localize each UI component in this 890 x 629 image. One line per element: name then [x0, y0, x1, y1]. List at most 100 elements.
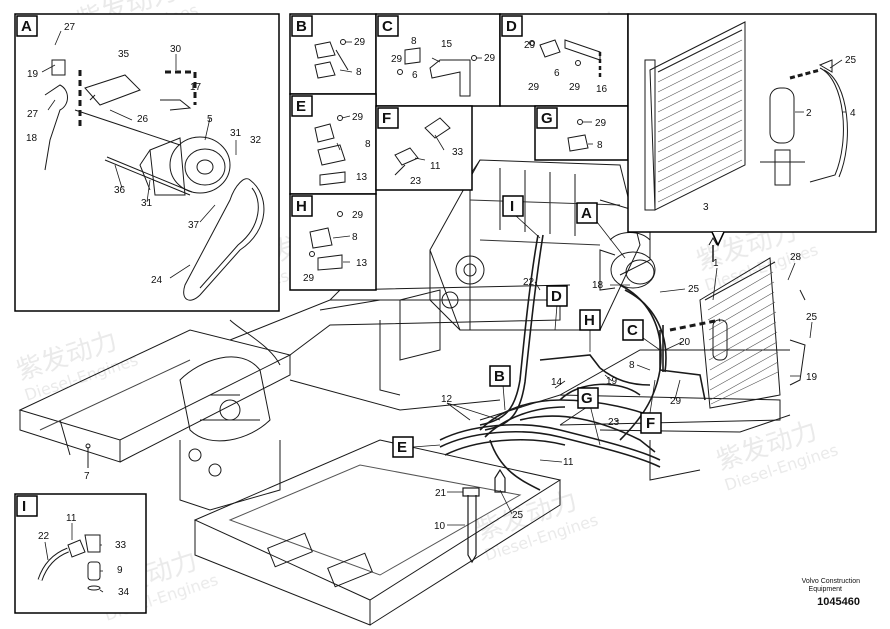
- svg-text:11: 11: [563, 457, 574, 468]
- svg-text:19: 19: [606, 376, 618, 387]
- svg-text:23: 23: [608, 417, 620, 428]
- svg-text:13: 13: [356, 258, 368, 269]
- svg-text:11: 11: [430, 161, 441, 172]
- svg-text:18: 18: [26, 133, 38, 144]
- callout-box-i: I: [502, 195, 524, 217]
- svg-text:13: 13: [356, 172, 368, 183]
- svg-text:24: 24: [151, 275, 163, 286]
- svg-text:36: 36: [114, 185, 126, 196]
- svg-text:25: 25: [845, 55, 857, 66]
- callout-box-c: C: [622, 319, 644, 341]
- main-callout-boxes: I A D H C B G E F: [392, 195, 662, 458]
- callout-box-f: F: [640, 412, 662, 434]
- svg-text:8: 8: [356, 67, 362, 78]
- svg-text:29: 29: [569, 82, 581, 93]
- condenser-main: [699, 236, 806, 409]
- svg-text:11: 11: [66, 513, 77, 524]
- labels-insets: 29 8 8 15 29 6 29 29 6 29 16 29 29 8 13 …: [38, 36, 857, 598]
- svg-text:31: 31: [230, 128, 242, 139]
- svg-text:22: 22: [523, 277, 535, 288]
- svg-text:26: 26: [137, 114, 149, 125]
- callout-box-g: G: [577, 387, 599, 409]
- svg-text:32: 32: [250, 135, 262, 146]
- inset-letter-d: D: [506, 18, 517, 35]
- svg-text:27: 27: [64, 22, 76, 33]
- inset-d: D: [499, 13, 629, 107]
- svg-text:29: 29: [528, 82, 540, 93]
- inset-b: B: [289, 13, 377, 95]
- svg-text:E: E: [397, 439, 407, 456]
- svg-text:35: 35: [118, 49, 130, 60]
- svg-text:8: 8: [365, 139, 371, 150]
- svg-text:17: 17: [190, 82, 202, 93]
- inset-letter-c: C: [382, 18, 393, 35]
- svg-text:20: 20: [679, 337, 691, 348]
- svg-text:F: F: [646, 415, 655, 432]
- svg-text:8: 8: [597, 140, 603, 151]
- inset-letter-a: A: [21, 18, 32, 35]
- inset-letter-f: F: [382, 110, 391, 127]
- inset-h: H: [289, 193, 377, 291]
- svg-text:37: 37: [188, 220, 200, 231]
- svg-text:8: 8: [629, 360, 635, 371]
- svg-text:8: 8: [411, 36, 417, 47]
- svg-text:30: 30: [170, 44, 182, 55]
- callout-box-a: A: [576, 202, 598, 224]
- svg-text:12: 12: [441, 394, 453, 405]
- svg-text:29: 29: [303, 273, 315, 284]
- svg-text:H: H: [584, 312, 595, 329]
- svg-text:10: 10: [434, 521, 446, 532]
- svg-text:6: 6: [554, 68, 560, 79]
- svg-text:33: 33: [452, 147, 464, 158]
- svg-text:8: 8: [352, 232, 358, 243]
- svg-text:22: 22: [38, 531, 50, 542]
- inset-f: F: [375, 105, 473, 191]
- svg-text:18: 18: [592, 280, 604, 291]
- svg-text:25: 25: [806, 312, 818, 323]
- leader-lines: [412, 214, 813, 526]
- svg-text:16: 16: [596, 84, 608, 95]
- callout-box-h: H: [579, 309, 601, 331]
- svg-text:23: 23: [410, 176, 422, 187]
- brand-line-1: Volvo Construction: [801, 578, 860, 585]
- svg-text:19: 19: [806, 372, 818, 383]
- svg-text:3: 3: [703, 202, 709, 213]
- hoses: [439, 234, 721, 491]
- svg-text:29: 29: [524, 40, 536, 51]
- inset-letter-e: E: [296, 98, 306, 115]
- callout-box-d: D: [546, 285, 568, 307]
- svg-text:29: 29: [670, 396, 682, 407]
- svg-text:34: 34: [118, 587, 130, 598]
- svg-text:15: 15: [441, 39, 453, 50]
- svg-text:21: 21: [435, 488, 447, 499]
- svg-text:G: G: [581, 390, 593, 407]
- document-number: 1045460: [817, 596, 860, 608]
- svg-text:9: 9: [117, 565, 123, 576]
- callout-box-e: E: [392, 436, 414, 458]
- svg-text:2: 2: [806, 108, 812, 119]
- svg-text:7: 7: [84, 471, 90, 482]
- svg-text:28: 28: [790, 252, 802, 263]
- svg-text:29: 29: [352, 112, 364, 123]
- svg-text:25: 25: [688, 284, 700, 295]
- labels-inset-a: 27 19 27 18 35 30 17 26 5 31 32 36 31 37…: [26, 22, 262, 286]
- inset-letter-h: H: [296, 198, 307, 215]
- inset-g: G: [534, 105, 629, 161]
- inset-a: A: [14, 13, 280, 312]
- inset-letter-b: B: [296, 18, 307, 35]
- labels-main: 1 28 22 18 25 25 20 19 8 14 19 29 12 23 …: [84, 252, 818, 532]
- inset-i: I: [14, 493, 147, 614]
- inset-c: C: [375, 13, 501, 107]
- svg-text:5: 5: [207, 114, 213, 125]
- inset-leaders: [41, 30, 846, 593]
- svg-text:27: 27: [27, 109, 39, 120]
- engine-block: [429, 159, 656, 331]
- svg-text:25: 25: [512, 510, 524, 521]
- svg-text:29: 29: [352, 210, 364, 221]
- svg-text:C: C: [627, 322, 638, 339]
- svg-text:29: 29: [391, 54, 403, 65]
- svg-text:I: I: [510, 198, 514, 215]
- svg-text:B: B: [494, 368, 505, 385]
